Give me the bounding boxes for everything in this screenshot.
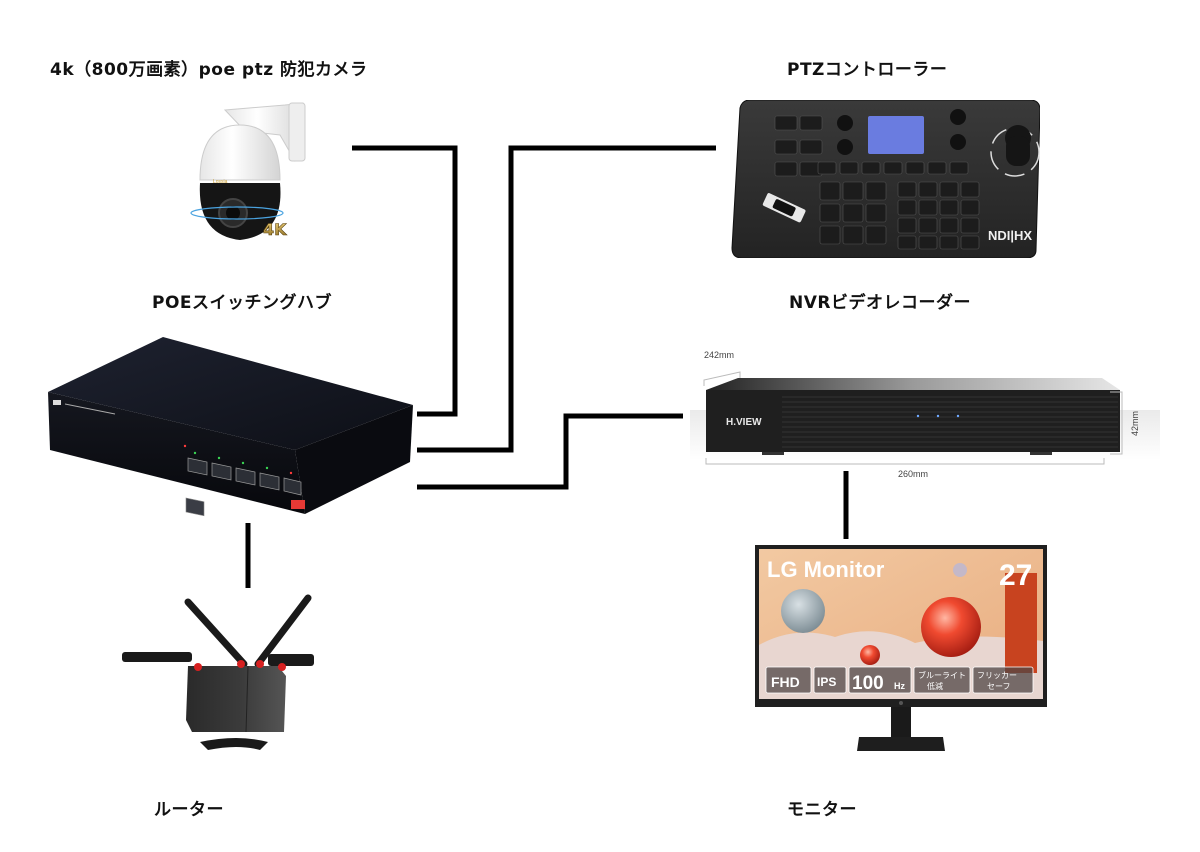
monitor-feature-fhd: FHD: [771, 674, 800, 690]
monitor-feature-flicker-2: セーフ: [987, 682, 1011, 691]
monitor-screen-title: LG Monitor: [767, 557, 885, 582]
wire-switch-ptz: [417, 145, 716, 453]
monitor-feature-hz: Hz: [894, 681, 905, 691]
nvr-depth-dimension: 242mm: [704, 350, 734, 360]
ptz-camera-image: Lossia 4K: [190, 102, 306, 240]
nvr-brand-text: H.VIEW: [726, 417, 762, 428]
monitor-image: LG Monitor 27 FHD IPS 100 Hz ブルーライト 低減 フ…: [755, 545, 1047, 755]
nvr-label: NVRビデオレコーダー: [789, 293, 971, 313]
monitor-feature-flicker-1: フリッカー: [977, 671, 1017, 680]
wire-switch-camera: [352, 145, 458, 417]
monitor-feature-blue-light-2: 低減: [927, 681, 943, 691]
ptz-brand-text: NDI|HX: [988, 228, 1032, 243]
monitor-feature-ips: IPS: [817, 675, 836, 689]
monitor-feature-100: 100: [852, 673, 884, 694]
monitor-label: モニター: [787, 800, 857, 820]
router-label: ルーター: [154, 800, 224, 820]
ptz-controller-label: PTZコントローラー: [787, 60, 948, 80]
monitor-size-badge: 27: [999, 559, 1032, 592]
camera-brand-text: Lossia: [213, 179, 228, 185]
nvr-width-dimension: 260mm: [898, 469, 928, 479]
camera-label: 4k（800万画素）poe ptz 防犯カメラ: [50, 60, 368, 80]
poe-switch-label: POEスイッチングハブ: [152, 293, 333, 313]
camera-4k-badge: 4K: [263, 220, 287, 239]
nvr-image: 242mm H.VIEW 260mm 42mm: [690, 340, 1160, 480]
poe-switch-image: [48, 337, 413, 517]
ptz-controller-image: NDI|HX: [731, 100, 1040, 258]
wire-switch-nvr: [417, 413, 683, 490]
nvr-height-dimension: 42mm: [1130, 411, 1140, 436]
router-image: [122, 594, 314, 750]
monitor-feature-blue-light-1: ブルーライト: [918, 670, 966, 680]
